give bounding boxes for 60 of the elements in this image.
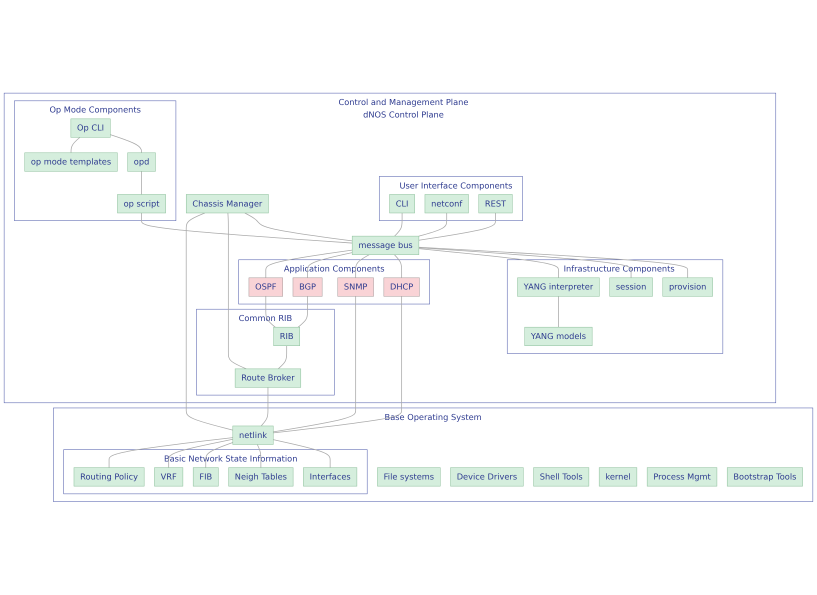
connector <box>278 345 288 370</box>
connector <box>265 250 353 278</box>
connector <box>168 439 234 468</box>
node-box: session <box>609 278 653 297</box>
node-box: Route Broker <box>234 368 302 388</box>
connector <box>394 254 402 278</box>
node-box: Shell Tools <box>533 468 590 487</box>
node-box: Chassis Manager <box>186 194 269 214</box>
connector <box>110 134 142 154</box>
connector <box>418 247 632 278</box>
node-box: BGP <box>292 278 322 297</box>
node-box: VRF <box>154 468 184 487</box>
connector <box>244 212 353 242</box>
node-box: netconf <box>424 194 469 214</box>
connector <box>558 296 559 328</box>
connector <box>186 212 234 431</box>
node-box: netlink <box>232 426 274 445</box>
connector <box>265 296 276 328</box>
node-box: OSPF <box>248 278 283 297</box>
node-box: File systems <box>377 468 441 487</box>
connector <box>355 254 370 278</box>
node-box: YANG interpreter <box>517 278 600 297</box>
node-box: FIB <box>192 468 219 487</box>
node-box: Bootstrap Tools <box>726 468 803 487</box>
connector <box>141 212 353 244</box>
node-box: CLI <box>389 194 415 214</box>
connector <box>70 137 80 154</box>
node-box: message bus <box>352 236 420 256</box>
connector <box>298 296 308 328</box>
node-box: Interfaces <box>303 468 358 487</box>
node-box: DHCP <box>384 278 420 297</box>
connector <box>418 212 496 241</box>
node-box: Device Drivers <box>450 468 524 487</box>
node-box: op mode templates <box>24 152 118 172</box>
node-box: provision <box>662 278 713 297</box>
connector <box>260 387 268 426</box>
connector <box>256 444 262 468</box>
connector <box>394 212 402 237</box>
node-box: RIB <box>273 327 300 346</box>
connector <box>272 296 402 434</box>
node-box: Routing Policy <box>74 468 144 487</box>
connector <box>418 248 559 278</box>
node-box: YANG models <box>524 327 592 346</box>
node-box: Op CLI <box>70 118 111 138</box>
connector <box>418 247 688 278</box>
node-box: Process Mgmt <box>646 468 718 487</box>
node-box: opd <box>127 152 156 172</box>
node-box: REST <box>478 194 513 214</box>
node-box: Neigh Tables <box>228 468 294 487</box>
connector <box>307 252 353 278</box>
connector <box>272 296 356 432</box>
connector <box>418 212 448 237</box>
node-box: op script <box>117 194 166 214</box>
connector <box>108 437 234 468</box>
connector <box>141 171 142 195</box>
connector <box>228 212 247 370</box>
node-box: kernel <box>598 468 638 487</box>
connector <box>272 439 331 468</box>
node-box: SNMP <box>338 278 374 297</box>
connector <box>205 442 234 468</box>
